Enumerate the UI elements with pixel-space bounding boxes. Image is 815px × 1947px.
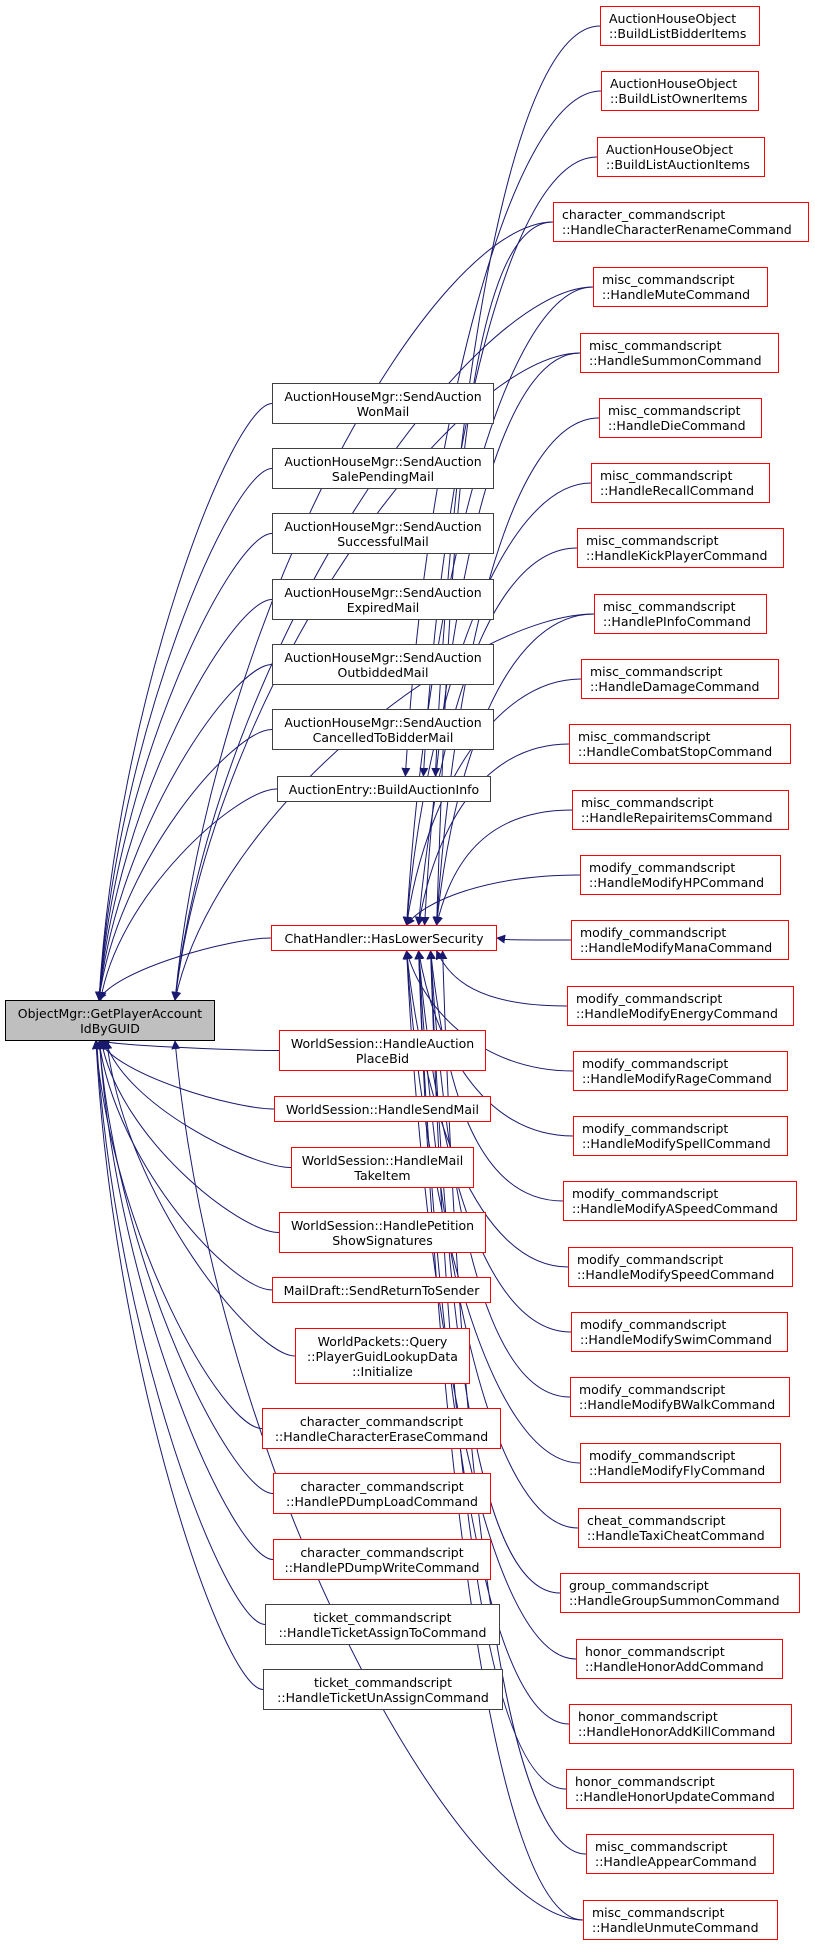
graph-node-r-bidder[interactable]: AuctionHouseObject ::BuildListBidderItem…: [600, 6, 760, 46]
edge-m-mailtake-to-main: [103, 1040, 292, 1168]
graph-node-r-honorkill[interactable]: honor_commandscript ::HandleHonorAddKill…: [569, 1704, 792, 1744]
edge-r-unmute-to-main: [171, 1040, 584, 1921]
graph-node-r-groupsummon[interactable]: group_commandscript ::HandleGroupSummonC…: [560, 1573, 800, 1613]
graph-node-r-mute[interactable]: misc_commandscript ::HandleMuteCommand: [593, 267, 768, 307]
graph-node-r-honorupdate[interactable]: honor_commandscript ::HandleHonorUpdateC…: [566, 1769, 794, 1809]
edge-m-buildinfo-to-main: [97, 788, 278, 1001]
edge-m-wonmail-to-main: [94, 403, 273, 1001]
edge-m-haslower-to-main: [98, 937, 272, 1001]
graph-node-r-damage[interactable]: misc_commandscript ::HandleDamageCommand: [581, 659, 779, 699]
edge-m-petition-to-main: [98, 1040, 280, 1233]
edge-m-placebid-to-main: [100, 1038, 280, 1051]
edge-r-owner-to-buildinfo: [401, 90, 602, 777]
edge-m-guidlookup-to-main: [103, 1040, 296, 1357]
graph-node-r-charrename[interactable]: character_commandscript ::HandleCharacte…: [553, 202, 809, 242]
edge-m-salepending-to-main: [95, 468, 273, 1001]
graph-node-m-returnsender[interactable]: MailDraft::SendReturnToSender: [272, 1277, 491, 1303]
graph-node-m-petition[interactable]: WorldSession::HandlePetition ShowSignatu…: [279, 1212, 486, 1253]
graph-node-m-sendmail[interactable]: WorldSession::HandleSendMail: [274, 1096, 491, 1122]
graph-node-r-swim[interactable]: modify_commandscript ::HandleModifySwimC…: [571, 1312, 788, 1352]
edge-r-damage-to-haslower: [403, 678, 582, 926]
graph-node-r-pinfo[interactable]: misc_commandscript ::HandlePInfoCommand: [594, 594, 767, 634]
edge-r-summon-to-haslower: [420, 352, 581, 926]
graph-node-m-ticketassign[interactable]: ticket_commandscript ::HandleTicketAssig…: [265, 1604, 500, 1645]
edge-r-mana-to-haslower: [496, 934, 572, 944]
edge-m-sendmail-to-main: [99, 1040, 275, 1110]
edge-r-combatstop-to-haslower: [415, 743, 570, 926]
graph-node-m-cancelled[interactable]: AuctionHouseMgr::SendAuction CancelledTo…: [272, 709, 494, 750]
graph-node-r-hp[interactable]: modify_commandscript ::HandleModifyHPCom…: [580, 855, 781, 895]
graph-node-m-salepending[interactable]: AuctionHouseMgr::SendAuction SalePending…: [272, 448, 494, 489]
graph-node-m-mailtake[interactable]: WorldSession::HandleMail TakeItem: [291, 1147, 474, 1188]
graph-node-r-taxi[interactable]: cheat_commandscript ::HandleTaxiCheatCom…: [578, 1508, 781, 1548]
graph-node-r-auction[interactable]: AuctionHouseObject ::BuildListAuctionIte…: [597, 137, 765, 177]
edge-m-ticketassign-to-main: [92, 1040, 266, 1625]
graph-node-m-outbidded[interactable]: AuctionHouseMgr::SendAuction OutbiddedMa…: [272, 644, 494, 685]
edge-r-repair-to-haslower: [434, 809, 573, 926]
graph-node-m-wonmail[interactable]: AuctionHouseMgr::SendAuction WonMail: [272, 383, 494, 424]
graph-node-r-energy[interactable]: modify_commandscript ::HandleModifyEnerg…: [567, 986, 794, 1026]
edge-r-mute-to-main: [171, 286, 594, 1001]
edge-r-fly-to-haslower: [402, 950, 581, 1464]
graph-node-r-honoradd[interactable]: honor_commandscript ::HandleHonorAddComm…: [576, 1639, 783, 1679]
edge-m-cancelled-to-main: [95, 729, 273, 1001]
graph-node-r-repair[interactable]: misc_commandscript ::HandleRepairitemsCo…: [572, 790, 789, 830]
graph-node-r-recall[interactable]: misc_commandscript ::HandleRecallCommand: [591, 463, 770, 503]
graph-node-main: ObjectMgr::GetPlayerAccount IdByGUID: [5, 1000, 215, 1041]
edge-r-die-to-haslower: [432, 417, 600, 926]
edge-m-pdumpload-to-main: [95, 1040, 274, 1494]
graph-node-r-owner[interactable]: AuctionHouseObject ::BuildListOwnerItems: [601, 71, 759, 111]
graph-node-r-appear[interactable]: misc_commandscript ::HandleAppearCommand: [586, 1834, 774, 1874]
graph-node-r-summon[interactable]: misc_commandscript ::HandleSummonCommand: [580, 333, 779, 373]
graph-node-r-die[interactable]: misc_commandscript ::HandleDieCommand: [599, 398, 762, 438]
graph-node-r-mana[interactable]: modify_commandscript ::HandleModifyManaC…: [571, 920, 789, 960]
graph-node-m-guidlookup[interactable]: WorldPackets::Query ::PlayerGuidLookupDa…: [295, 1328, 470, 1384]
edge-m-ticketunassign-to-main: [91, 1040, 264, 1690]
edge-r-energy-to-haslower: [436, 950, 568, 1007]
edge-r-honorupdate-to-haslower: [426, 950, 567, 1790]
graph-node-m-buildinfo[interactable]: AuctionEntry::BuildAuctionInfo: [277, 776, 491, 802]
edge-r-charrename-to-haslower: [432, 221, 554, 926]
edge-r-summon-to-main: [171, 352, 581, 1001]
edge-m-successful-to-main: [95, 533, 273, 1001]
graph-node-m-haslower[interactable]: ChatHandler::HasLowerSecurity: [271, 925, 497, 951]
edge-m-outbidded-to-main: [95, 664, 273, 1001]
graph-node-m-expired[interactable]: AuctionHouseMgr::SendAuction ExpiredMail: [272, 579, 494, 620]
graph-node-r-spell[interactable]: modify_commandscript ::HandleModifySpell…: [573, 1116, 788, 1156]
graph-node-r-kick[interactable]: misc_commandscript ::HandleKickPlayerCom…: [577, 528, 784, 568]
graph-node-m-charerase[interactable]: character_commandscript ::HandleCharacte…: [262, 1408, 501, 1449]
graph-node-r-speed[interactable]: modify_commandscript ::HandleModifySpeed…: [568, 1247, 793, 1287]
edge-m-pdumpwrite-to-main: [95, 1040, 274, 1560]
graph-node-m-pdumpwrite[interactable]: character_commandscript ::HandlePDumpWri…: [273, 1539, 491, 1580]
edge-r-spell-to-haslower: [415, 950, 574, 1137]
graph-node-r-aspeed[interactable]: modify_commandscript ::HandleModifyASpee…: [563, 1181, 797, 1221]
edge-r-recall-to-haslower: [402, 482, 592, 926]
graph-node-r-fly[interactable]: modify_commandscript ::HandleModifyFlyCo…: [580, 1443, 781, 1483]
graph-node-m-successful[interactable]: AuctionHouseMgr::SendAuction SuccessfulM…: [272, 513, 494, 554]
graph-node-m-placebid[interactable]: WorldSession::HandleAuction PlaceBid: [279, 1030, 486, 1071]
graph-node-r-unmute[interactable]: misc_commandscript ::HandleUnmuteCommand: [583, 1900, 778, 1940]
graph-node-r-bwalk[interactable]: modify_commandscript ::HandleModifyBWalk…: [570, 1377, 790, 1417]
edge-m-expired-to-main: [95, 599, 273, 1001]
edge-m-returnsender-to-main: [95, 1040, 273, 1291]
edge-r-swim-to-haslower: [414, 950, 572, 1333]
edge-r-taxi-to-haslower: [414, 950, 579, 1529]
graph-node-r-combatstop[interactable]: misc_commandscript ::HandleCombatStopCom…: [569, 724, 791, 764]
edge-r-appear-to-haslower: [438, 950, 587, 1855]
edge-r-aspeed-to-haslower: [426, 950, 564, 1202]
edge-r-hp-to-haslower: [406, 874, 581, 926]
graph-node-m-pdumpload[interactable]: character_commandscript ::HandlePDumpLoa…: [273, 1473, 491, 1514]
graph-node-r-rage[interactable]: modify_commandscript ::HandleModifyRageC…: [573, 1051, 788, 1091]
graph-node-m-ticketunassign[interactable]: ticket_commandscript ::HandleTicketUnAss…: [263, 1669, 503, 1710]
